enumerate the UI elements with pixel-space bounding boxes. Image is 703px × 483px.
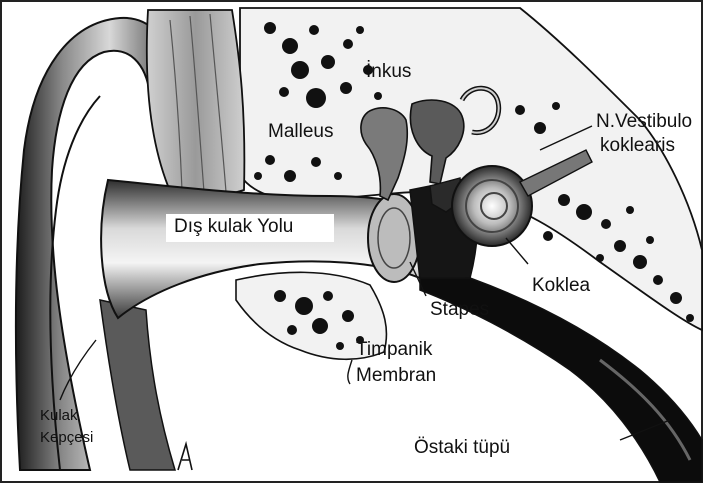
- label-n-vestibulo-line1: N.Vestibulo: [596, 112, 692, 133]
- label-inkus: İnkus: [366, 62, 411, 83]
- label-malleus: Malleus: [268, 122, 333, 143]
- label-kulak-line1: Kulak: [40, 408, 78, 425]
- label-koklea: Koklea: [532, 276, 590, 297]
- temporalis-muscle: [147, 10, 245, 195]
- label-ostaki-tupu: Östaki tüpü: [414, 438, 510, 459]
- label-timpanik-line1: Timpanik: [356, 340, 432, 361]
- label-n-vestibulo-line2: koklearis: [600, 136, 675, 157]
- label-timpanik-line2: Membran: [356, 366, 436, 387]
- cochlea: [452, 166, 532, 246]
- label-stapes: Stapes: [430, 300, 489, 321]
- label-dis-kulak-yolu: Dış kulak Yolu: [174, 217, 293, 238]
- label-kulak-line2: Kepçesi: [40, 430, 93, 447]
